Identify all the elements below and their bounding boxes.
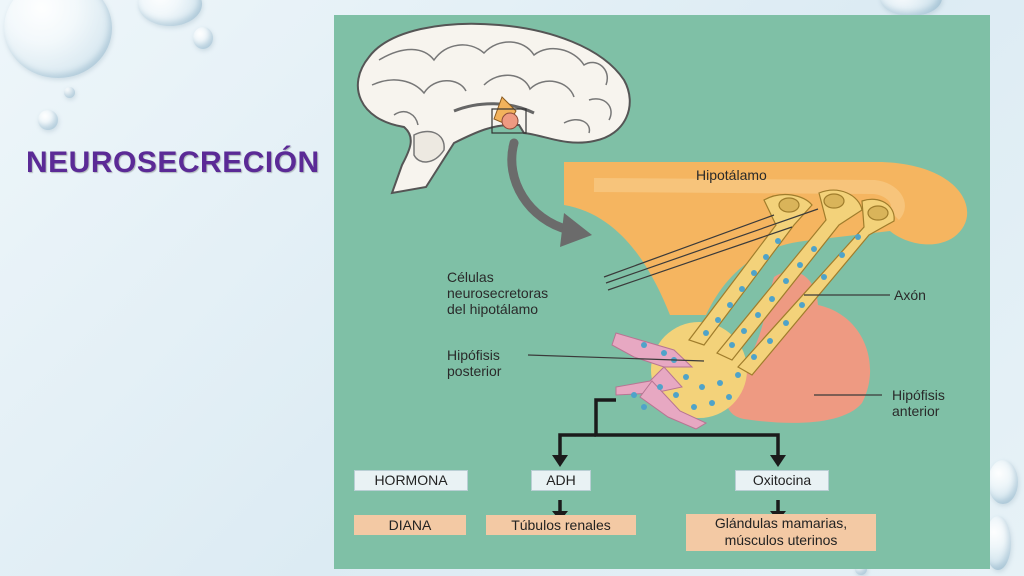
label-hipotalamo: Hipotálamo <box>696 167 767 183</box>
box-line: Glándulas mamarias, <box>714 515 848 531</box>
slide-title: NEUROSECRECIÓN <box>26 146 320 179</box>
adh-box: ADH <box>531 470 591 491</box>
diana-header: DIANA <box>354 515 466 535</box>
label-line: Células <box>447 269 494 285</box>
label-celulas-neurosecretoras: Células neurosecretoras del hipotálamo <box>447 269 548 317</box>
label-line: del hipotálamo <box>447 301 539 317</box>
neurosecretion-diagram: Hipotálamo Células neurosecretoras del h… <box>334 15 990 569</box>
water-drop-decoration <box>38 110 58 130</box>
tubulos-renales-box: Túbulos renales <box>486 515 636 535</box>
water-drop-decoration <box>193 27 213 49</box>
label-line: neurosecretoras <box>447 285 549 301</box>
water-drop-decoration <box>138 0 202 26</box>
label-line: anterior <box>892 403 940 419</box>
label-line: Hipófisis <box>447 347 500 363</box>
brain-illustration <box>356 22 631 195</box>
diagram-graphics <box>356 22 968 521</box>
hormone-granules <box>631 234 861 410</box>
label-hipofisis-posterior: Hipófisis posterior <box>447 347 501 379</box>
neurosecretory-neurons <box>688 189 895 376</box>
label-line: posterior <box>447 363 502 379</box>
glandulas-box: Glándulas mamarias, músculos uterinos <box>686 514 876 551</box>
label-line: Hipófisis <box>892 387 945 403</box>
water-drop-decoration <box>988 460 1018 504</box>
hormona-header: HORMONA <box>354 470 468 491</box>
water-drop-decoration <box>4 0 112 78</box>
oxitocina-box: Oxitocina <box>735 470 829 491</box>
box-line: músculos uterinos <box>724 532 838 548</box>
water-drop-decoration <box>880 0 942 16</box>
label-hipofisis-anterior: Hipófisis anterior <box>892 387 945 419</box>
label-axon: Axón <box>894 287 926 303</box>
water-drop-decoration <box>64 87 75 98</box>
